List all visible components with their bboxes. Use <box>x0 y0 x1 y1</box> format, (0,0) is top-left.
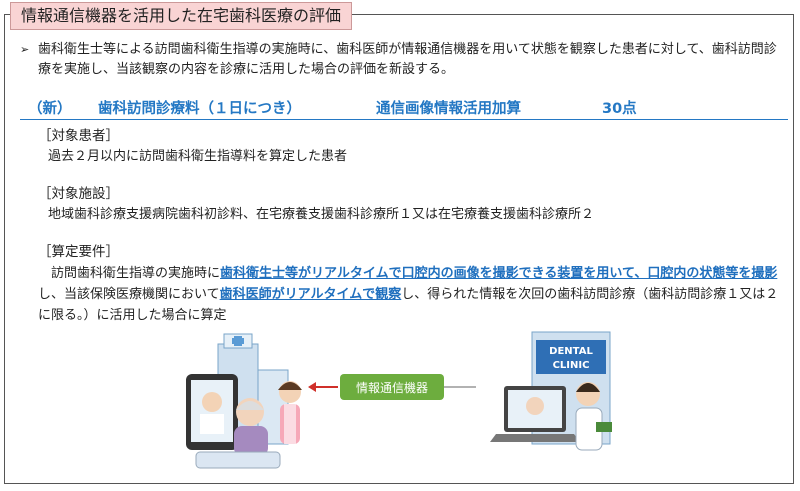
device-label-box <box>340 374 444 400</box>
target-patient-text: 過去２月以内に訪問歯科衛生指導料を算定した患者 <box>48 149 348 164</box>
heading-item: 歯科訪問診療料（１日につき） <box>98 101 301 117</box>
clinic-sign-line1: DENTAL <box>549 346 593 357</box>
req-part1: 訪問歯科衛生指導の実施時に <box>51 266 221 281</box>
heading-new-tag: （新） <box>28 101 72 117</box>
triangle-arrow-icon: ➢ <box>20 43 30 56</box>
content-frame <box>4 14 794 484</box>
tablet-icon <box>186 374 238 450</box>
device-label: 情報通信機器 <box>356 380 428 395</box>
requirements-text: 訪問歯科衛生指導の実施時に歯科衛生士等がリアルタイムで口腔内の画像を撮影できる装… <box>38 263 786 326</box>
transfer-arrow-icon <box>308 382 338 392</box>
req-highlight-1: 歯科衛生士等がリアルタイムで口腔内の画像を撮影できる装置を用いて、口腔内の状態等… <box>220 266 778 281</box>
intro-text: 歯科衛生士等による訪問歯科衛生指導の実施時に、歯科医師が情報通信機器を用いて状態… <box>38 42 777 77</box>
target-facility-text: 地域歯科診療支援病院歯科初診料、在宅療養支援歯科診療所１又は在宅療養支援歯科診療… <box>48 207 595 222</box>
heading-underline <box>20 119 788 120</box>
dental-hygienist-icon <box>278 381 302 444</box>
illustration: 情報通信機器 DENTAL CLINIC <box>186 331 612 469</box>
dentist-icon <box>575 382 612 451</box>
req-part3: し、得られた情報を次回の歯科訪問診療（歯科訪問診療１又は２に限る。）に活用した場… <box>38 287 779 323</box>
requirements-label: ［算定要件］ <box>38 244 119 260</box>
req-highlight-2: 歯科医師がリアルタイムで観察 <box>219 287 402 302</box>
target-patient-label: ［対象患者］ <box>38 128 119 144</box>
clinic-sign-line2: CLINIC <box>553 360 590 371</box>
laptop-icon <box>490 386 580 442</box>
req-part2: し、当該保険医療機関において <box>38 287 220 302</box>
fee-heading: （新） 歯科訪問診療料（１日につき） 通信画像情報活用加算 30点 <box>20 97 788 119</box>
heading-addition: 通信画像情報活用加算 <box>376 101 521 117</box>
target-facility-label: ［対象施設］ <box>38 186 119 202</box>
page-title: 情報通信機器を活用した在宅歯科医療の評価 <box>10 2 353 30</box>
heading-points: 30点 <box>602 101 637 117</box>
intro-paragraph: ➢ 歯科衛生士等による訪問歯科衛生指導の実施時に、歯科医師が情報通信機器を用いて… <box>20 40 785 80</box>
elderly-patient-icon <box>195 398 281 469</box>
